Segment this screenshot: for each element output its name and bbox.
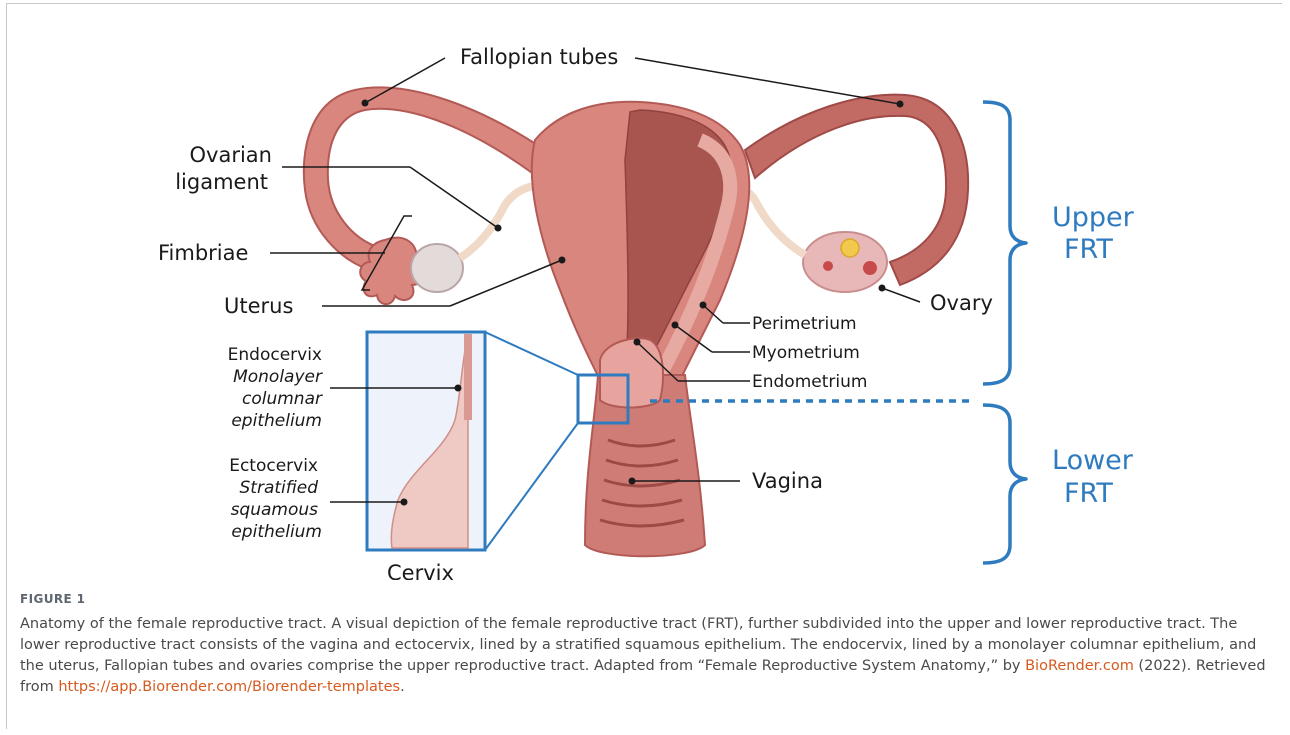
label-endocervix-desc-3: epithelium bbox=[231, 411, 322, 431]
caption-text: Anatomy of the female reproductive tract… bbox=[20, 614, 1270, 698]
label-upper-frt-line1: Upper bbox=[1052, 202, 1135, 233]
frt-brackets bbox=[983, 102, 1026, 563]
left-ovary bbox=[411, 244, 463, 292]
left-fallopian-tube bbox=[304, 88, 545, 271]
zoom-connector bbox=[485, 332, 578, 375]
label-myometrium: Myometrium bbox=[752, 343, 860, 363]
label-ovarian-ligament-line2: ligament bbox=[175, 170, 268, 194]
ovary-follicle bbox=[841, 239, 859, 257]
lower-frt-bracket bbox=[983, 405, 1026, 563]
label-fimbriae: Fimbriae bbox=[158, 241, 248, 265]
label-ectocervix-desc-1: Stratified bbox=[240, 478, 319, 498]
label-ectocervix-desc-2: squamous bbox=[231, 500, 319, 520]
label-ovarian-ligament-line1: Ovarian bbox=[190, 143, 272, 167]
figure-caption: FIGURE 1 Anatomy of the female reproduct… bbox=[20, 592, 1270, 698]
caption-text-part: . bbox=[400, 679, 405, 695]
label-uterus: Uterus bbox=[224, 294, 293, 318]
label-endocervix-desc-1: Monolayer bbox=[233, 367, 323, 387]
label-ectocervix: Ectocervix bbox=[229, 456, 318, 476]
ovary-follicle bbox=[823, 261, 833, 271]
label-vagina: Vagina bbox=[752, 469, 823, 493]
frt-anatomy-diagram: Fallopian tubes Ovarian ligament Fimbria… bbox=[0, 0, 1290, 580]
label-upper-frt-line2: FRT bbox=[1064, 234, 1113, 265]
zoom-connector bbox=[485, 423, 578, 550]
label-endocervix-desc-2: columnar bbox=[242, 389, 323, 409]
upper-frt-bracket bbox=[983, 102, 1026, 384]
ovary-follicle bbox=[863, 261, 877, 275]
biorender-templates-link[interactable]: https://app.Biorender.com/Biorender-temp… bbox=[58, 679, 400, 695]
biorender-link[interactable]: BioRender.com bbox=[1025, 658, 1134, 674]
label-cervix: Cervix bbox=[387, 561, 454, 580]
label-endometrium: Endometrium bbox=[752, 372, 867, 392]
label-lower-frt-line2: FRT bbox=[1064, 478, 1113, 509]
label-lower-frt-line1: Lower bbox=[1052, 445, 1134, 476]
label-endocervix: Endocervix bbox=[228, 345, 322, 365]
cervix-shape bbox=[600, 338, 663, 407]
label-perimetrium: Perimetrium bbox=[752, 314, 857, 334]
left-ovarian-ligament bbox=[460, 185, 545, 258]
label-ectocervix-desc-3: epithelium bbox=[231, 522, 322, 542]
figure-label: FIGURE 1 bbox=[20, 592, 1270, 606]
label-fallopian-tubes: Fallopian tubes bbox=[460, 45, 618, 69]
label-ovary: Ovary bbox=[930, 291, 993, 315]
